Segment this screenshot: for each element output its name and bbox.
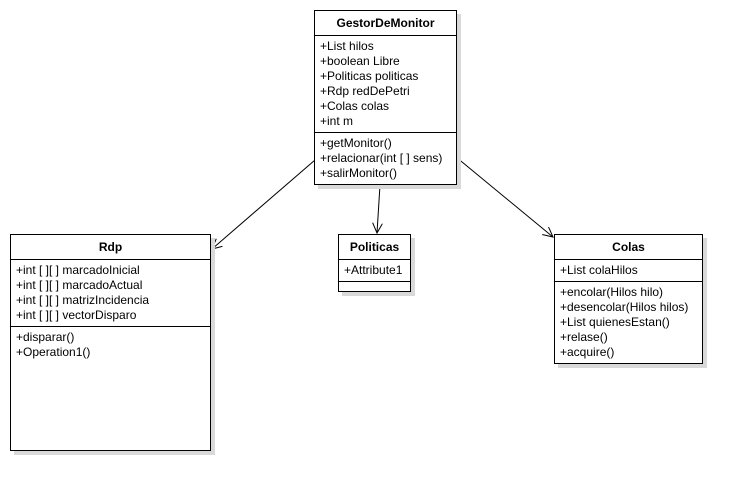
attributes-section: +List hilos +boolean Libre +Politicas po… [315, 36, 456, 133]
association-gestor-rdp[interactable] [212, 159, 316, 249]
class-name: Colas [555, 235, 702, 260]
attribute: +Colas colas [320, 99, 390, 113]
attribute: +Rdp redDePetri [320, 84, 410, 98]
class-name: Politicas [339, 235, 410, 260]
operation: +List quienesEstan() [560, 315, 670, 329]
attributes-section: +List colaHilos [555, 260, 702, 282]
attribute: +int [ ][ ] marcadoInicial [16, 263, 140, 277]
attributes-section: +int [ ][ ] marcadoInicial +int [ ][ ] m… [11, 260, 210, 327]
association-gestor-politicas[interactable] [377, 184, 380, 233]
operation: +disparar() [16, 330, 75, 344]
operations-section [339, 282, 410, 291]
class-rdp[interactable]: Rdp +int [ ][ ] marcadoInicial +int [ ][… [10, 234, 211, 451]
operation: +relacionar(int [ ] sens) [320, 151, 443, 165]
attribute: +int [ ][ ] vectorDisparo [16, 308, 137, 322]
attribute: +int m [320, 114, 354, 128]
operations-section: +disparar() +Operation1() [11, 327, 210, 450]
attribute: +int [ ][ ] matrizIncidencia [16, 293, 150, 307]
class-colas[interactable]: Colas +List colaHilos +encolar(Hilos hil… [554, 234, 703, 364]
attribute: +List colaHilos [560, 263, 638, 277]
operation: +acquire() [560, 345, 615, 359]
class-politicas[interactable]: Politicas +Attribute1 [338, 234, 411, 292]
attribute: +List hilos [320, 39, 374, 53]
attribute: +Politicas politicas [320, 69, 419, 83]
class-gestordemonitor[interactable]: GestorDeMonitor +List hilos +boolean Lib… [314, 10, 457, 185]
attribute: +boolean Libre [320, 54, 400, 68]
operation: +getMonitor() [320, 136, 392, 150]
attributes-section: +Attribute1 [339, 260, 410, 282]
class-name: GestorDeMonitor [315, 11, 456, 36]
operation: +relase() [560, 330, 608, 344]
operation: +Operation1() [16, 345, 91, 359]
operation: +desencolar(Hilos hilos) [560, 300, 689, 314]
attribute: +int [ ][ ] marcadoActual [16, 278, 143, 292]
class-name: Rdp [11, 235, 210, 260]
operations-section: +encolar(Hilos hilo) +desencolar(Hilos h… [555, 282, 702, 363]
operation: +salirMonitor() [320, 166, 398, 180]
association-gestor-colas[interactable] [455, 156, 553, 237]
attribute: +Attribute1 [344, 263, 403, 277]
operations-section: +getMonitor() +relacionar(int [ ] sens) … [315, 133, 456, 184]
operation: +encolar(Hilos hilo) [560, 285, 664, 299]
